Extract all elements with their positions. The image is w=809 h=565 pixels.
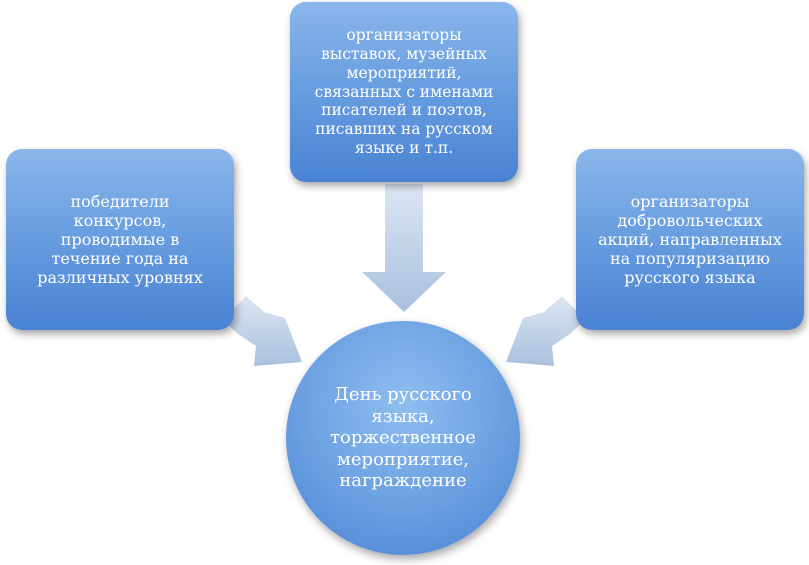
right-box-text: организаторы добровольческих акций, напр… xyxy=(598,191,782,288)
left-box-text: победители конкурсов, проводимые в течен… xyxy=(37,191,203,288)
right-box: организаторы добровольческих акций, напр… xyxy=(576,149,804,330)
center-circle-text: День русского языка, торжественное мероп… xyxy=(330,384,476,492)
arrow-left-to-center xyxy=(223,296,302,366)
center-circle: День русского языка, торжественное мероп… xyxy=(286,321,520,555)
arrow-top-to-center xyxy=(362,184,446,312)
left-box: победители конкурсов, проводимые в течен… xyxy=(6,149,234,330)
top-box: организаторы выставок, музейных мероприя… xyxy=(290,2,518,182)
top-box-text: организаторы выставок, музейных мероприя… xyxy=(314,25,494,158)
arrow-right-to-center xyxy=(506,296,585,366)
